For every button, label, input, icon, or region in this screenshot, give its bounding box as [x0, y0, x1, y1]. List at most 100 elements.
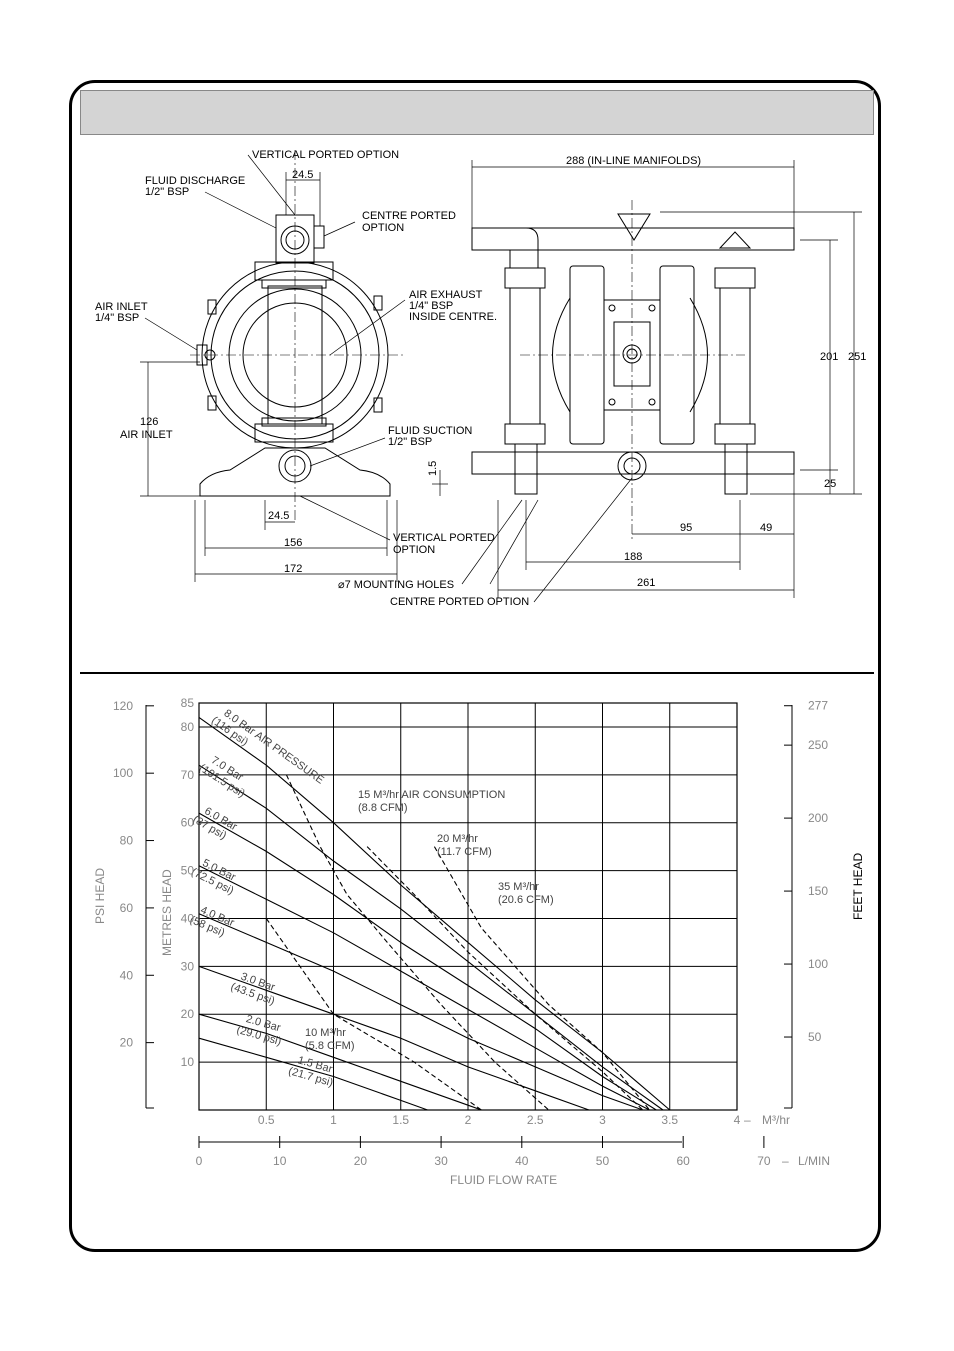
- curve-label: 15 M³/hr AIR CONSUMPTION: [358, 789, 505, 801]
- m3-axis-unit: M³/hr: [762, 1113, 790, 1127]
- metres-tick-label: 70: [181, 768, 195, 782]
- feet-tick-label: 277: [808, 699, 828, 713]
- feet-tick-label: 200: [808, 811, 828, 825]
- lmin-axis-unit: L/MIN: [798, 1154, 830, 1168]
- dim-126: 126: [140, 416, 158, 428]
- label-vertical-ported-bottom-2: OPTION: [393, 544, 435, 556]
- dim-25: 25: [824, 478, 836, 490]
- m3-tick-label: 2.5: [527, 1113, 544, 1127]
- lmin-tick-label: 70: [757, 1154, 771, 1168]
- curve-sublabel: (11.7 CFM): [437, 846, 492, 858]
- grid: [199, 703, 737, 1110]
- drawing-labels: VERTICAL PORTED OPTION FLUID DISCHARGE 1…: [95, 149, 866, 608]
- psi-tick-label: 60: [120, 901, 134, 915]
- metres-tick-label: 80: [181, 720, 195, 734]
- series-line: [265, 918, 482, 1111]
- dim-156: 156: [284, 537, 302, 549]
- lmin-tick-label: 10: [273, 1154, 287, 1168]
- label-vertical-ported-bottom: VERTICAL PORTED: [393, 532, 495, 544]
- curve-sublabel: (5.8 CFM): [305, 1040, 355, 1052]
- series-line: [198, 764, 664, 1111]
- metres-tick-label: 40: [181, 911, 195, 925]
- label-centre-ported-bottom: CENTRE PORTED OPTION: [390, 596, 529, 608]
- curve-sublabel: (20.6 CFM): [498, 894, 554, 906]
- metres-tick-label: 85: [181, 696, 195, 710]
- label-air-inlet-size: 1/4" BSP: [95, 312, 139, 324]
- series-line: [198, 1037, 428, 1111]
- label-fluid-discharge-size: 1/2" BSP: [145, 186, 189, 198]
- lmin-tick-label: 50: [596, 1154, 610, 1168]
- page-frame: [69, 80, 881, 1252]
- curve-label: 35 M³/hr: [498, 881, 539, 893]
- label-fluid-discharge: FLUID DISCHARGE: [145, 175, 245, 187]
- label-fluid-suction: FLUID SUCTION: [388, 425, 472, 437]
- m3-tick-label: 0.5: [258, 1113, 275, 1127]
- dim-172: 172: [284, 563, 302, 575]
- m3-tick-label: 2: [465, 1113, 472, 1127]
- label-air-exhaust: AIR EXHAUST: [409, 289, 483, 301]
- psi-tick-label: 80: [120, 834, 134, 848]
- lmin-tick-label: 60: [677, 1154, 691, 1168]
- m3-tick-label: 1.5: [392, 1113, 409, 1127]
- lmin-axis-dash: –: [782, 1154, 789, 1168]
- label-fluid-suction-size: 1/2" BSP: [388, 436, 432, 448]
- psi-tick-label: 120: [113, 699, 133, 713]
- feet-tick-label: 100: [808, 957, 828, 971]
- series-line: [198, 716, 671, 1111]
- label-mounting-holes: ⌀7 MOUNTING HOLES: [338, 579, 454, 591]
- m3-axis-dash: –: [744, 1113, 751, 1127]
- dim-251: 251: [848, 351, 866, 363]
- section-divider: [80, 672, 874, 674]
- feet-tick-label: 50: [808, 1030, 822, 1044]
- label-air-exhaust-size: 1/4" BSP: [409, 300, 453, 312]
- m3-tick-label: 4: [734, 1113, 741, 1127]
- dim-261: 261: [637, 577, 655, 589]
- label-air-exhaust-loc: INSIDE CENTRE.: [409, 311, 497, 323]
- lmin-tick-label: 30: [434, 1154, 448, 1168]
- dim-49: 49: [760, 522, 772, 534]
- feet-axis: 50 100 150 200 250 277: [784, 699, 828, 1109]
- header-band: [80, 90, 874, 135]
- feet-tick-label: 150: [808, 884, 828, 898]
- metres-tick-label: 60: [181, 816, 195, 830]
- psi-tick-label: 20: [120, 1036, 134, 1050]
- curve-labels: 8.0 Bar AIR PRESSURE(116 psi)7.0 Bar(101…: [188, 707, 554, 1089]
- lmin-tick-label: 40: [515, 1154, 529, 1168]
- dim-1-5: 1.5: [427, 461, 439, 476]
- dim-126-label: AIR INLET: [120, 429, 173, 441]
- dim-201: 201: [820, 351, 838, 363]
- series-line: [198, 812, 657, 1111]
- curve-sublabel: (8.8 CFM): [358, 802, 408, 814]
- series-line: [198, 913, 643, 1111]
- series-group: [198, 716, 671, 1111]
- side-view-dimensions: [471, 160, 862, 603]
- series-line: [433, 846, 651, 1111]
- series-line: [198, 865, 650, 1111]
- label-centre-ported-2: OPTION: [362, 222, 404, 234]
- dim-24-5-bottom: 24.5: [268, 510, 289, 522]
- psi-axis: 20 40 60 80 100 120: [113, 699, 154, 1109]
- lmin-tick-label: 20: [354, 1154, 368, 1168]
- dim-24-5-top: 24.5: [292, 169, 313, 181]
- series-line: [198, 1013, 482, 1111]
- metres-tick-label: 30: [181, 959, 195, 973]
- label-air-inlet: AIR INLET: [95, 301, 148, 313]
- label-vertical-ported-top: VERTICAL PORTED OPTION: [252, 149, 399, 161]
- m3-tick-label: 3.5: [661, 1113, 678, 1127]
- m3-tick-label: 3: [599, 1113, 606, 1127]
- front-view-outline: [190, 150, 405, 520]
- metres-tick-label: 20: [181, 1007, 195, 1021]
- feet-tick-label: 250: [808, 738, 828, 752]
- lmin-tick-label: 0: [196, 1154, 203, 1168]
- dim-288: 288 (IN-LINE MANIFOLDS): [566, 155, 701, 167]
- metres-tick-label: 10: [181, 1055, 195, 1069]
- m3-tick-label: 1: [330, 1113, 337, 1127]
- psi-tick-label: 40: [120, 968, 134, 982]
- series-line: [285, 774, 550, 1111]
- curve-label: 10 M³/hr: [305, 1027, 346, 1039]
- label-centre-ported: CENTRE PORTED: [362, 210, 456, 222]
- psi-tick-label: 100: [113, 766, 133, 780]
